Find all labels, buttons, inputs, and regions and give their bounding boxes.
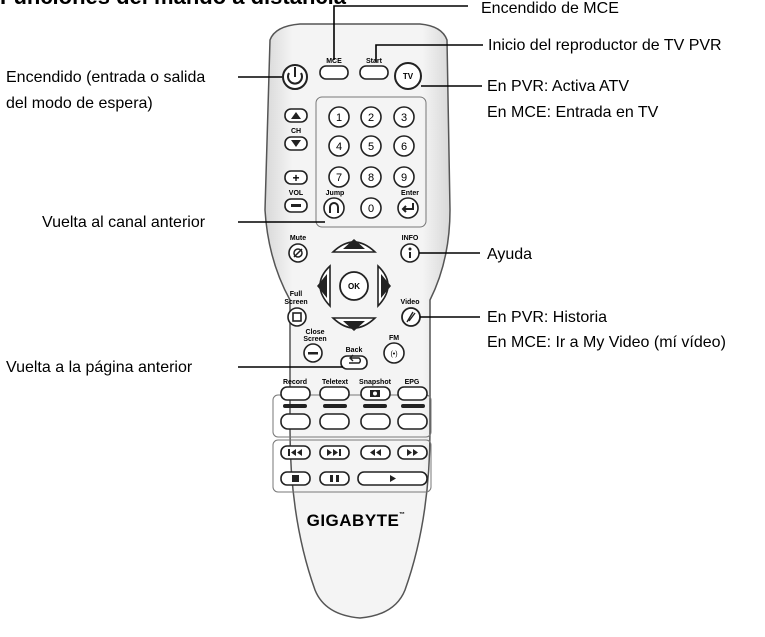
svg-text:5: 5 — [368, 141, 374, 153]
video-button[interactable] — [401, 307, 421, 327]
full-screen-label-2: Screen — [284, 299, 307, 306]
ok-button[interactable]: OK — [339, 271, 369, 301]
digit-3-button[interactable]: 3 — [393, 106, 415, 128]
back-button[interactable] — [340, 354, 368, 370]
callout-power-line1: Encendido (entrada o salida — [6, 69, 206, 86]
full-screen-label-1: Full — [290, 291, 302, 298]
digit-4-button[interactable]: 4 — [328, 135, 350, 157]
dpad-up-button[interactable] — [330, 239, 378, 253]
callout-power-line2: del modo de espera) — [6, 95, 153, 112]
svg-text:8: 8 — [368, 172, 374, 184]
stop-button[interactable] — [280, 471, 311, 486]
callout-video-line2: En MCE: Ir a My Video (mí vídeo) — [487, 334, 726, 351]
teletext-button[interactable] — [319, 386, 350, 401]
fm-label: FM — [389, 335, 399, 342]
svg-text:6: 6 — [401, 141, 407, 153]
rewind-button[interactable] — [360, 445, 391, 460]
snapshot-label: Snapshot — [359, 379, 392, 386]
skip-forward-button[interactable] — [319, 445, 350, 460]
video-label: Video — [401, 299, 420, 306]
svg-text:(•): (•) — [390, 351, 397, 358]
color-keys-panel — [272, 394, 432, 438]
tv-button-label: TV — [403, 72, 414, 81]
pause-button[interactable] — [319, 471, 350, 486]
mute-button[interactable] — [288, 243, 308, 263]
teletext-label: Teletext — [322, 379, 349, 386]
tv-button[interactable]: TV — [394, 62, 422, 90]
digit-0-button[interactable]: 0 — [360, 197, 382, 219]
mce-button[interactable] — [319, 65, 349, 80]
play-button[interactable] — [357, 471, 428, 486]
digit-2-button[interactable]: 2 — [360, 106, 382, 128]
color-key-2[interactable] — [319, 413, 350, 430]
volume-up-button[interactable] — [284, 170, 308, 185]
jump-label: Jump — [326, 190, 345, 197]
page-title: Funciones del mando a distancia — [0, 0, 346, 10]
close-screen-button[interactable] — [303, 343, 323, 363]
dpad-right-button[interactable] — [377, 264, 391, 309]
record-label: Record — [283, 379, 307, 386]
enter-label: Enter — [401, 190, 419, 197]
dpad-down-button[interactable] — [330, 317, 378, 331]
power-button[interactable] — [282, 64, 308, 90]
callout-pvr-start: Inicio del reproductor de TV PVR — [488, 37, 722, 54]
color-key-3[interactable] — [360, 413, 391, 430]
start-button[interactable] — [359, 65, 389, 80]
fast-forward-button[interactable] — [397, 445, 428, 460]
info-label: INFO — [402, 235, 419, 242]
start-button-label: Start — [366, 58, 383, 65]
callout-mce-power: Encendido de MCE — [481, 0, 619, 17]
svg-text:7: 7 — [336, 172, 342, 184]
vol-label: VOL — [289, 190, 304, 197]
digit-7-button[interactable]: 7 — [328, 166, 350, 188]
svg-text:3: 3 — [401, 112, 407, 124]
color-key-1[interactable] — [280, 413, 311, 430]
dpad-left-button[interactable] — [317, 264, 331, 309]
callout-help: Ayuda — [487, 246, 533, 263]
full-screen-button[interactable] — [287, 307, 307, 327]
mute-label: Mute — [290, 235, 306, 242]
jump-button[interactable] — [323, 197, 345, 219]
close-screen-label-2: Screen — [303, 336, 326, 343]
svg-text:1: 1 — [336, 112, 342, 124]
enter-button[interactable] — [397, 197, 419, 219]
svg-text:9: 9 — [401, 172, 407, 184]
digit-1-button[interactable]: 1 — [328, 106, 350, 128]
plus-icon: + — [292, 171, 299, 185]
digit-8-button[interactable]: 8 — [360, 166, 382, 188]
color-key-4[interactable] — [397, 413, 428, 430]
ok-label: OK — [348, 282, 360, 291]
digit-6-button[interactable]: 6 — [393, 135, 415, 157]
brand-logo: GIGABYTE — [307, 511, 400, 530]
snapshot-button[interactable] — [360, 386, 391, 401]
transport-panel — [272, 439, 432, 493]
digit-5-button[interactable]: 5 — [360, 135, 382, 157]
digit-9-button[interactable]: 9 — [393, 166, 415, 188]
svg-text:0: 0 — [368, 203, 374, 215]
close-screen-label-1: Close — [305, 329, 324, 336]
mce-button-label: MCE — [326, 58, 342, 65]
trademark-symbol: ™ — [399, 511, 405, 518]
record-button[interactable] — [280, 386, 311, 401]
callout-prev-channel: Vuelta al canal anterior — [42, 214, 206, 231]
back-label: Back — [346, 347, 363, 354]
callout-tv-line2: En MCE: Entrada en TV — [487, 104, 659, 121]
fm-button[interactable]: (•) — [383, 342, 405, 364]
info-button[interactable] — [400, 243, 420, 263]
callout-video-line1: En PVR: Historia — [487, 309, 608, 326]
svg-text:2: 2 — [368, 112, 374, 124]
svg-text:4: 4 — [336, 141, 342, 153]
skip-back-button[interactable] — [280, 445, 311, 460]
callout-tv-line1: En PVR: Activa ATV — [487, 78, 629, 95]
keypad-panel — [315, 96, 427, 228]
leader-start — [375, 44, 483, 62]
epg-button[interactable] — [397, 386, 428, 401]
ch-label: CH — [291, 128, 301, 135]
epg-label: EPG — [405, 379, 420, 386]
callout-prev-page: Vuelta a la página anterior — [6, 359, 193, 376]
leader-mce — [333, 5, 468, 60]
